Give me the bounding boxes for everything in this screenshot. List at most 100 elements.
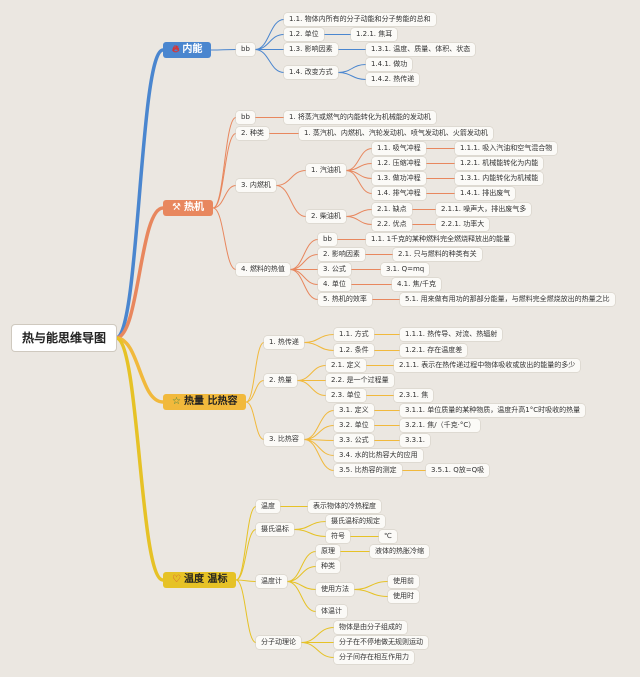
node[interactable]: 物体是由分子组成的 [334, 621, 407, 634]
node[interactable]: 1.2. 单位 [284, 28, 324, 41]
node[interactable]: 3.1.1. 单位质量的某种物质，温度升高1°C时吸收的热量 [400, 404, 586, 417]
connector-line [303, 410, 335, 440]
star-icon: ☆ [172, 396, 181, 407]
node[interactable]: 1.2.1. 存在温度差 [400, 344, 468, 357]
node[interactable]: 2. 影响因素 [318, 248, 365, 261]
node[interactable]: 原理 [316, 545, 340, 558]
node[interactable]: 3. 内燃机 [236, 179, 276, 192]
node[interactable]: 1.3.1. 内能转化为机械能 [455, 172, 544, 185]
connector-line [345, 216, 373, 225]
node[interactable]: 3.1. 定义 [334, 404, 374, 417]
node[interactable]: 2.1. 定义 [326, 359, 366, 372]
hammer-icon: ⚒ [172, 202, 181, 213]
connector-line [337, 64, 367, 73]
node[interactable]: 液体的热胀冷缩 [370, 545, 429, 558]
connector-line [303, 439, 335, 456]
node[interactable]: 摄氏温标的规定 [326, 515, 385, 528]
node[interactable]: 分子动理论 [256, 636, 301, 649]
node[interactable]: 温度 [256, 500, 280, 513]
node[interactable]: 3.5. 比热容的测定 [334, 464, 402, 477]
node[interactable]: 2.2. 是一个过程量 [326, 374, 394, 387]
node[interactable]: 2.1. 只与燃料的种类有关 [393, 248, 482, 261]
node[interactable]: 1.1. 物体内所有的分子动能和分子势能的总和 [284, 13, 436, 26]
node[interactable]: 表示物体的冷热程度 [308, 500, 381, 513]
connector-line [212, 185, 237, 209]
connector-line [296, 365, 327, 381]
node[interactable]: 2.2.1. 功率大 [436, 218, 490, 231]
node[interactable]: 3.5.1. Q放=Q吸 [426, 464, 490, 477]
node[interactable]: 4. 燃料的热值 [236, 263, 290, 276]
node[interactable]: 3. 公式 [318, 263, 351, 276]
connector-line [289, 239, 319, 270]
node[interactable]: 3.1. Q=mq [381, 263, 430, 276]
node[interactable]: 1.1.1. 吸入汽油和空气混合物 [455, 142, 558, 155]
connector-line [303, 439, 335, 471]
node[interactable]: 5.1. 用来做有用功的那部分能量，与燃料完全燃烧放出的热量之比 [400, 293, 615, 306]
node[interactable]: 3.4. 水的比热容大的应用 [334, 449, 423, 462]
node[interactable]: 3.2.1. 焦/（千克·°C） [400, 419, 481, 432]
node[interactable]: 3.2. 单位 [334, 419, 374, 432]
node[interactable]: 1.2.1. 机械能转化为内能 [455, 157, 544, 170]
node[interactable]: 摄氏温标 [256, 523, 294, 536]
node[interactable]: 2.1.1. 噪声大，排出废气多 [436, 203, 532, 216]
node[interactable]: 分子在不停地做无规则运动 [334, 636, 428, 649]
node[interactable]: 符号 [326, 530, 350, 543]
node[interactable]: 1.1. 方式 [334, 328, 374, 341]
node[interactable]: 2. 柴油机 [306, 210, 346, 223]
node[interactable]: bb [236, 111, 255, 124]
node[interactable]: 温度计 [256, 575, 287, 588]
node[interactable]: 2.1.1. 表示在热传递过程中物体吸收或放出的能量的多少 [394, 359, 581, 372]
node[interactable]: 3. 比热容 [264, 433, 304, 446]
node[interactable]: 1. 将蒸汽或燃气的内能转化为机械能的发动机 [284, 111, 436, 124]
connector-line [286, 551, 317, 582]
node[interactable]: 1.1.1. 热传导、对流、热辐射 [400, 328, 503, 341]
node[interactable]: 2. 热量 [264, 374, 297, 387]
branch-neineng[interactable]: 🔥︎内能 [163, 42, 212, 58]
branch-reliang-label: 热量 比热容 [183, 396, 238, 407]
branch-wendu[interactable]: ♡温度 温标 [163, 572, 237, 588]
root-node[interactable]: 热与能思维导图 [12, 325, 117, 351]
node[interactable]: 1.4.1. 排出废气 [455, 187, 516, 200]
node[interactable]: 2.2. 优点 [372, 218, 412, 231]
node[interactable]: 1.3. 影响因素 [284, 43, 338, 56]
node[interactable]: 体温计 [316, 605, 347, 618]
node[interactable]: 1.4.1. 做功 [366, 58, 413, 71]
connector-line [345, 170, 373, 194]
node[interactable]: 种类 [316, 560, 340, 573]
node[interactable]: 使用方法 [316, 583, 354, 596]
node[interactable]: 使用时 [388, 590, 419, 603]
node[interactable]: 2.1. 缺点 [372, 203, 412, 216]
node[interactable]: bb [318, 233, 337, 246]
node[interactable]: 1.2. 压缩冲程 [372, 157, 426, 170]
node[interactable]: 1.4. 排气冲程 [372, 187, 426, 200]
branch-reji[interactable]: ⚒热机 [163, 200, 213, 216]
node[interactable]: 1.3.1. 温度、质量、体积、状态 [366, 43, 476, 56]
node[interactable]: 2. 种类 [236, 127, 269, 140]
node[interactable]: 使用前 [388, 575, 419, 588]
connector-line [275, 170, 307, 186]
branch-reliang[interactable]: ☆热量 比热容 [163, 394, 247, 410]
node[interactable]: 2.3.1. 焦 [394, 389, 434, 402]
node[interactable]: 1.1. 吸气冲程 [372, 142, 426, 155]
node[interactable]: ℃ [379, 530, 397, 543]
connector-line [303, 342, 335, 351]
node[interactable]: 1.2.1. 焦耳 [351, 28, 398, 41]
node[interactable]: 分子间存在相互作用力 [334, 651, 414, 664]
node[interactable]: 3.3.1. [400, 434, 431, 447]
node[interactable]: 3.3. 公式 [334, 434, 374, 447]
node[interactable]: 5. 热机的效率 [318, 293, 372, 306]
node[interactable]: 1.2. 条件 [334, 344, 374, 357]
connector-line [254, 34, 285, 50]
node[interactable]: bb [236, 43, 255, 56]
node[interactable]: 1.3. 做功冲程 [372, 172, 426, 185]
node[interactable]: 1. 蒸汽机、内燃机、汽轮发动机、喷气发动机、火箭发动机 [299, 127, 493, 140]
node[interactable]: 1. 热传递 [264, 336, 304, 349]
node[interactable]: 4. 单位 [318, 278, 351, 291]
node[interactable]: 1. 汽油机 [306, 164, 346, 177]
node[interactable]: 4.1. 焦/千克 [392, 278, 441, 291]
node[interactable]: 1.4.2. 热传递 [366, 73, 420, 86]
node[interactable]: 1.1. 1千克的某种燃料完全燃烧释放出的能量 [366, 233, 516, 246]
node[interactable]: 1.4. 改变方式 [284, 66, 338, 79]
node[interactable]: 2.3. 单位 [326, 389, 366, 402]
